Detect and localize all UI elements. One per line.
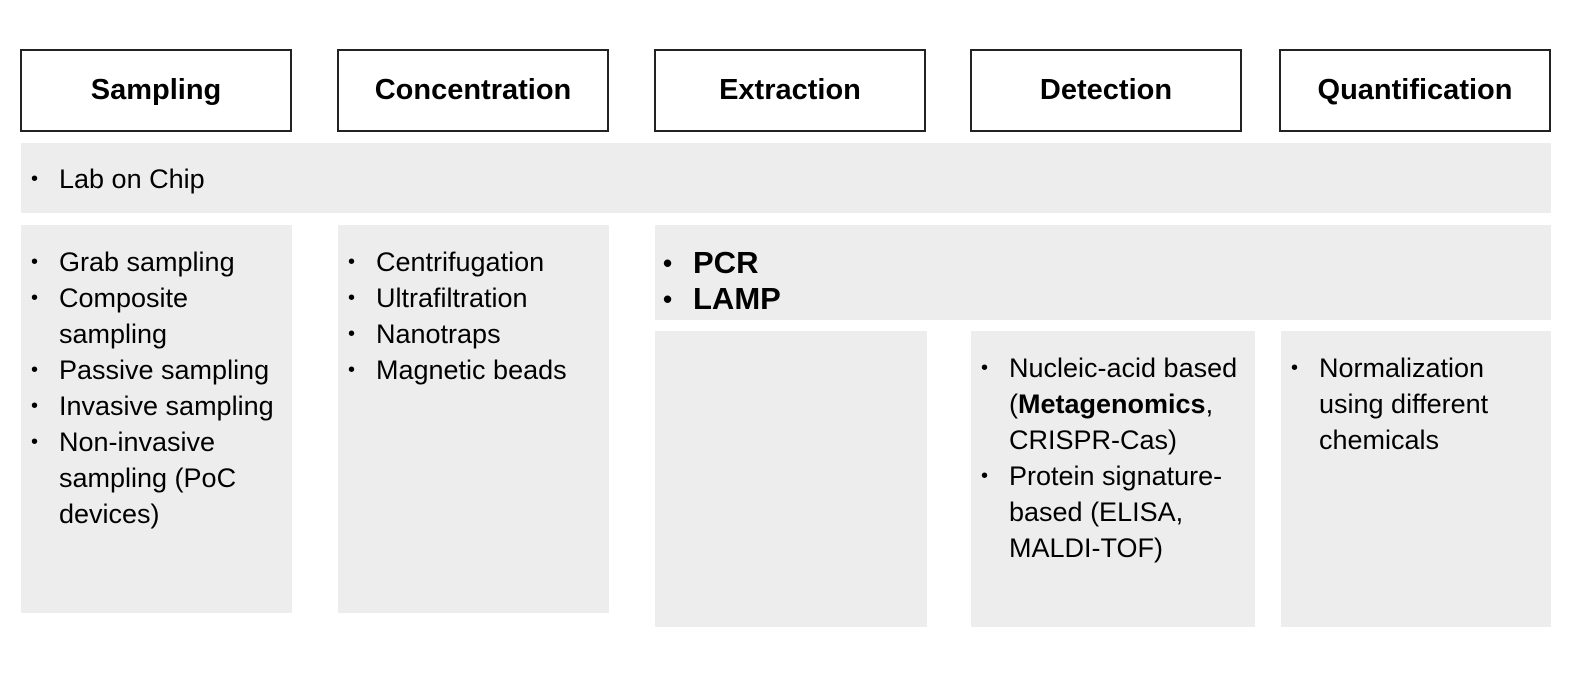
detection-text-prefix: Nucleic-acid based ( — [1009, 353, 1238, 419]
header-quantification: Quantification — [1279, 49, 1551, 132]
list-item: Nucleic-acid based (Metagenomics, CRISPR… — [971, 350, 1255, 458]
amplification-band: PCR LAMP — [655, 225, 1551, 320]
list-item: Non-invasive sampling (PoC devices) — [21, 424, 292, 532]
list-item: Protein signature-based (ELISA, MALDI-TO… — [971, 458, 1255, 566]
list-item: Centrifugation — [338, 244, 609, 280]
quantification-box: Normalization using different chemicals — [1281, 331, 1551, 627]
header-sampling: Sampling — [20, 49, 292, 132]
list-item: Lab on Chip — [21, 161, 1551, 197]
metagenomics-label: Metagenomics — [1018, 389, 1206, 419]
header-extraction: Extraction — [654, 49, 926, 132]
list-item: LAMP — [655, 281, 1551, 317]
header-concentration: Concentration — [337, 49, 609, 132]
header-detection: Detection — [970, 49, 1242, 132]
list-item: PCR — [655, 245, 1551, 281]
extraction-box — [655, 331, 927, 627]
detection-box: Nucleic-acid based (Metagenomics, CRISPR… — [971, 331, 1255, 627]
list-item: Ultrafiltration — [338, 280, 609, 316]
detection-text-suffix: , CRISPR-Cas) — [1009, 389, 1214, 455]
list-item: Composite sampling — [21, 280, 292, 352]
list-item: Normalization using different chemicals — [1281, 350, 1551, 458]
list-item: Invasive sampling — [21, 388, 292, 424]
lab-on-chip-band: Lab on Chip — [21, 143, 1551, 213]
list-item: Magnetic beads — [338, 352, 609, 388]
list-item: Nanotraps — [338, 316, 609, 352]
sampling-box: Grab sampling Composite sampling Passive… — [21, 225, 292, 613]
list-item: Passive sampling — [21, 352, 292, 388]
list-item: Grab sampling — [21, 244, 292, 280]
concentration-box: Centrifugation Ultrafiltration Nanotraps… — [338, 225, 609, 613]
